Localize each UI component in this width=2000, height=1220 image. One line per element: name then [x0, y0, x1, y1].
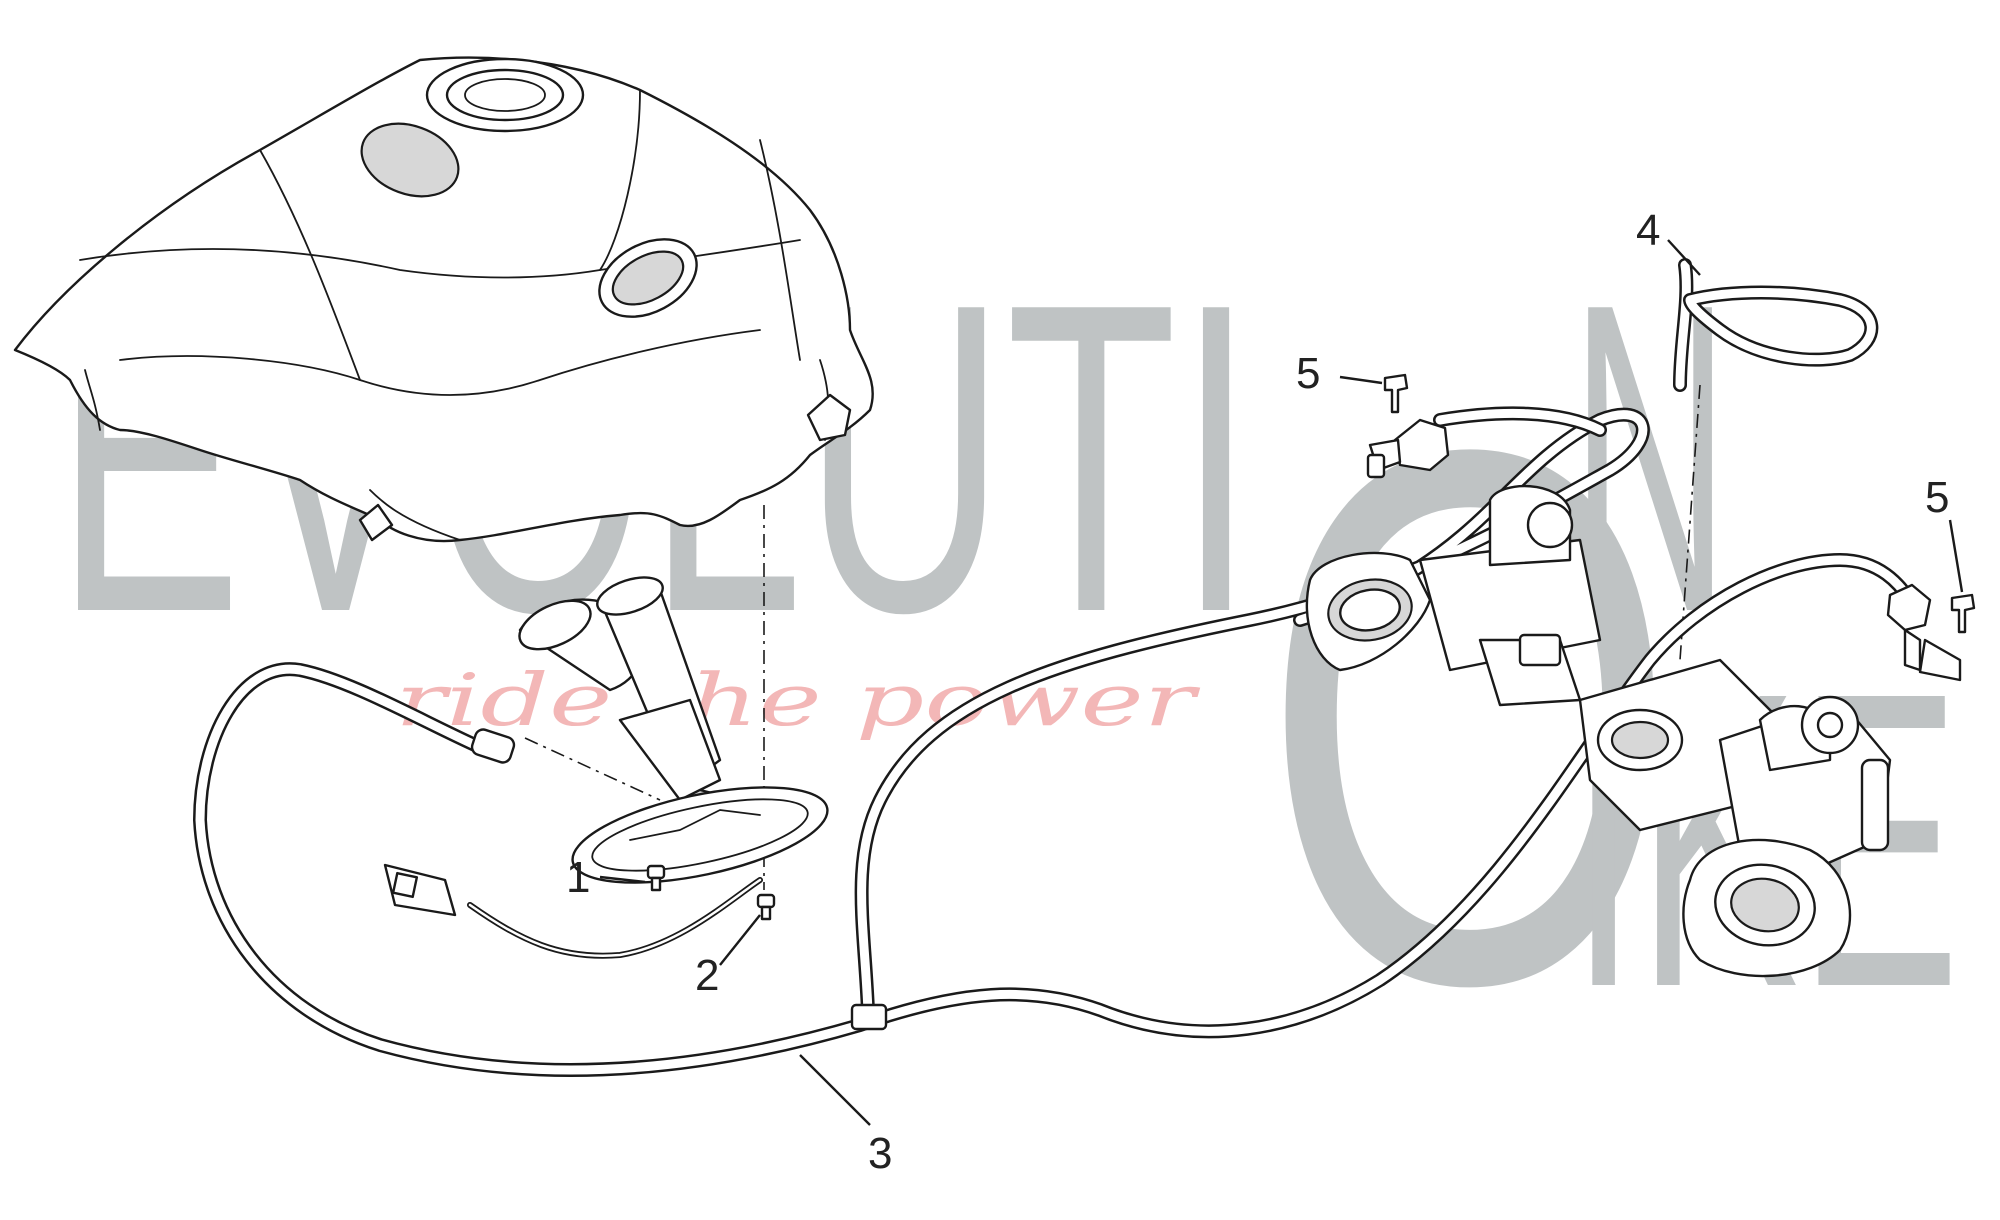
assembly-line-filter — [524, 737, 661, 801]
callout-5-lower: 5 — [1925, 473, 1949, 522]
screw-5-upper — [1383, 373, 1409, 414]
screw-5-lower — [1950, 593, 1976, 634]
fuel-tank — [13, 56, 874, 543]
screw-2 — [756, 893, 776, 921]
vent-hose-upper — [1366, 406, 1607, 479]
callout-3: 3 — [868, 1129, 892, 1178]
callout-leaders — [599, 239, 1964, 1126]
fuel-pump-assembly — [518, 576, 829, 884]
pump-wiring-connector — [383, 863, 763, 959]
breather-hose-4 — [1673, 258, 1879, 392]
assembly-line-hose-4 — [1679, 384, 1701, 661]
vent-hose-right-fitting — [1886, 583, 1962, 682]
callout-4: 4 — [1636, 206, 1660, 255]
callout-5-upper: 5 — [1296, 349, 1320, 398]
callout-1: 1 — [566, 853, 590, 902]
throttle-body-right — [1578, 628, 1922, 978]
watermark-tagline: ride the power — [395, 658, 1200, 742]
screw-1 — [646, 864, 666, 892]
callout-2: 2 — [695, 951, 719, 1000]
